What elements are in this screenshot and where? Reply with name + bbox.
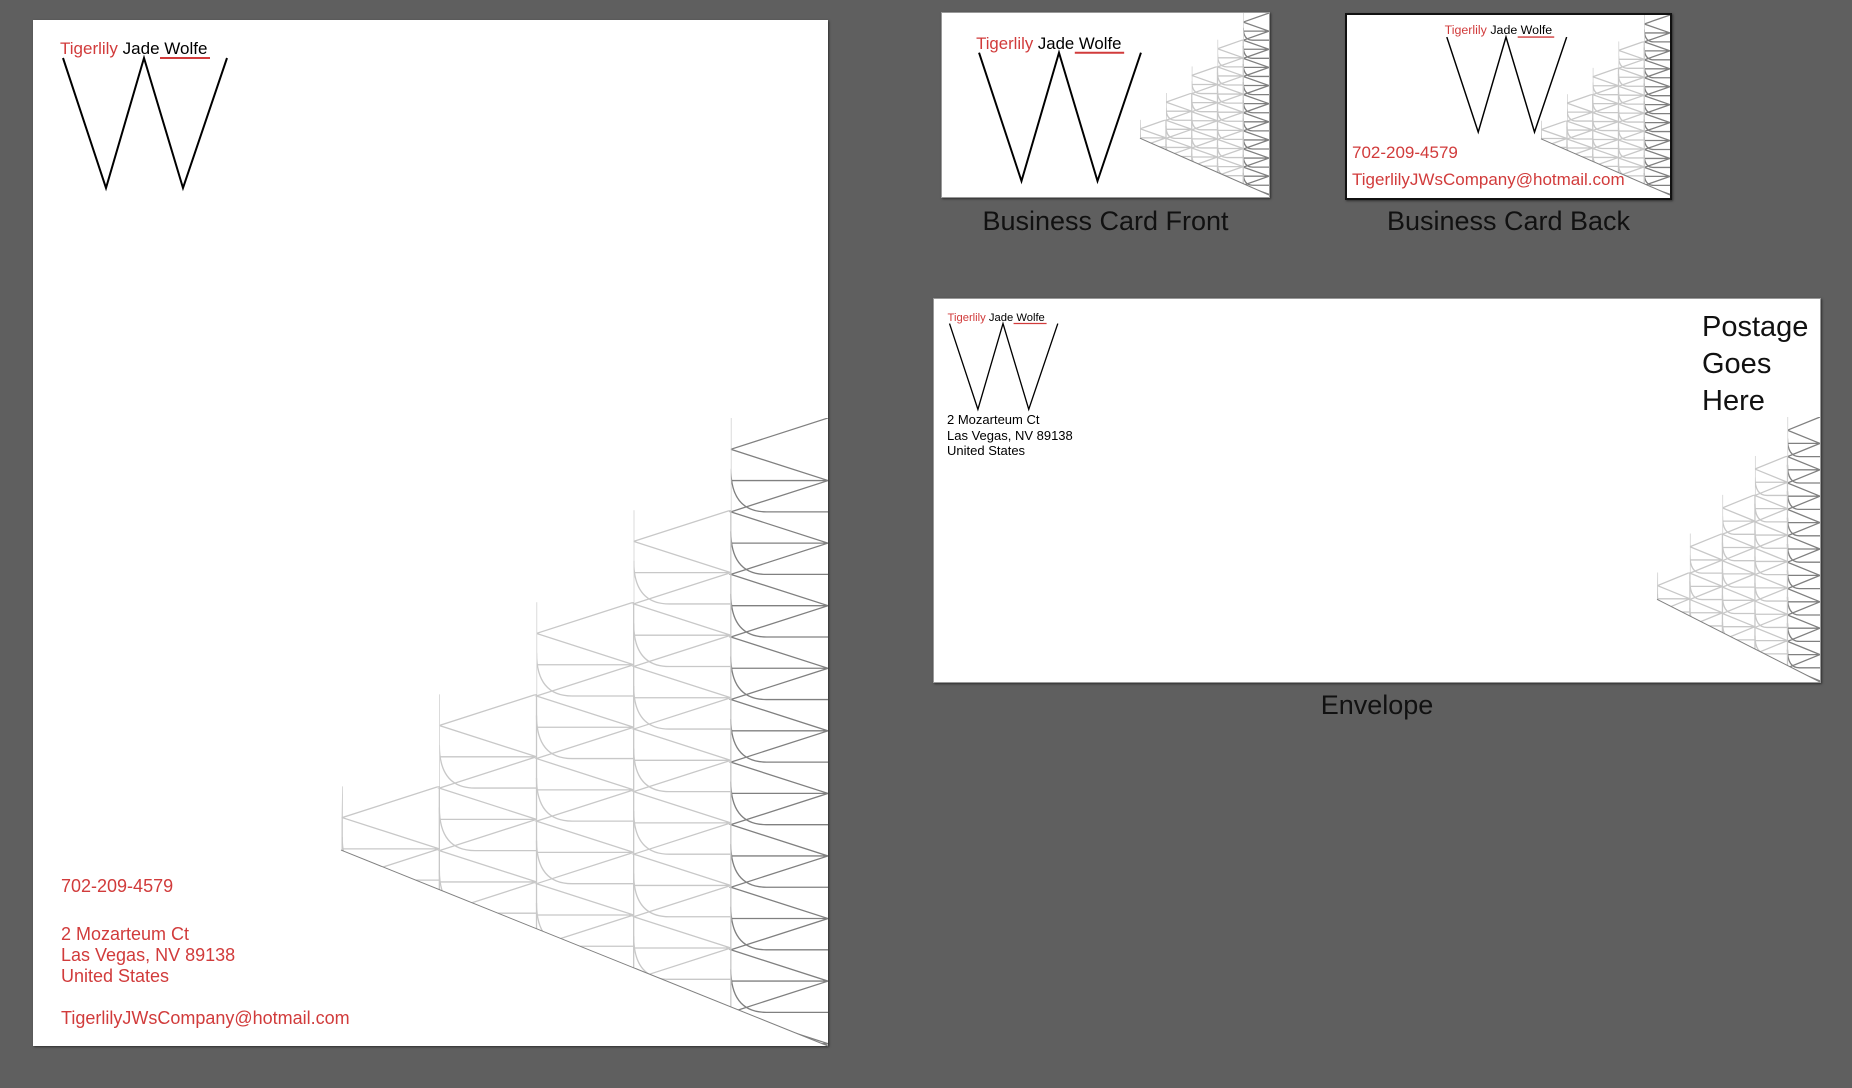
pattern-column xyxy=(342,786,439,1088)
pattern-column xyxy=(1690,534,1723,706)
envelope-logo: Tigerlily Jade Wolfe xyxy=(948,312,1059,412)
card-back-email: TigerlilyJWsCompany@hotmail.com xyxy=(1352,170,1625,189)
letterhead-logo: Tigerlily Jade Wolfe xyxy=(60,39,228,192)
pattern-column xyxy=(1644,15,1670,221)
pattern-column xyxy=(1755,456,1788,707)
card-back-logo: Tigerlily Jade Wolfe xyxy=(1445,23,1568,135)
logo-first-name: Tigerlily xyxy=(60,39,118,58)
pattern-column xyxy=(439,694,536,1088)
svg-text:Tigerlily Jade Wolfe: Tigerlily Jade Wolfe xyxy=(1445,23,1553,37)
logo-last-name: Jade Wolfe xyxy=(1487,23,1552,37)
pattern-column xyxy=(1218,40,1244,212)
envelope-triangle-pattern xyxy=(1657,417,1820,682)
card-back-triangle-pattern xyxy=(1567,15,1670,195)
envelope-artboard: Tigerlily Jade Wolfe 2 Mozarteum Ct Las … xyxy=(933,298,1821,683)
logo-first-name: Tigerlily xyxy=(1445,23,1488,37)
logo-first-name: Tigerlily xyxy=(976,34,1034,53)
svg-text:Tigerlily Jade Wolfe: Tigerlily Jade Wolfe xyxy=(976,34,1121,53)
postage-line: Goes xyxy=(1702,348,1772,380)
letterhead-address-line: United States xyxy=(61,966,170,986)
envelope-address-line: Las Vegas, NV 89138 xyxy=(947,427,1073,443)
business-card-back-artboard: Tigerlily Jade Wolfe 702-209-4579 Tigerl… xyxy=(1345,13,1672,200)
postage-line: Here xyxy=(1702,385,1765,417)
svg-text:Tigerlily Jade Wolfe: Tigerlily Jade Wolfe xyxy=(60,39,207,58)
postage-line: Postage xyxy=(1702,311,1809,343)
pattern-column xyxy=(1722,495,1755,719)
pattern-column xyxy=(1243,13,1269,222)
pattern-column xyxy=(537,602,634,1088)
logo-last-name: Jade Wolfe xyxy=(1033,34,1121,53)
pattern-column xyxy=(731,418,828,1088)
pattern-column xyxy=(1567,94,1593,211)
pattern-bottom-edge xyxy=(341,850,828,1046)
pattern-column xyxy=(1140,120,1166,220)
card-front-logo: Tigerlily Jade Wolfe xyxy=(976,34,1142,185)
card-back-phone: 702-209-4579 xyxy=(1352,143,1458,162)
pattern-column xyxy=(1192,66,1218,220)
svg-text:Tigerlily Jade Wolfe: Tigerlily Jade Wolfe xyxy=(948,312,1045,324)
pattern-bottom-edge xyxy=(1657,599,1820,682)
logo-first-name: Tigerlily xyxy=(948,312,987,324)
envelope-label: Envelope xyxy=(1320,690,1434,720)
letterhead-phone: 702-209-4579 xyxy=(61,876,174,896)
letterhead-artboard: Tigerlily Jade Wolfe 702-209-4579 2 Moza… xyxy=(33,20,828,1046)
pattern-bottom-edge xyxy=(1140,138,1269,195)
pattern-column xyxy=(1593,68,1619,220)
business-card-back-label: Business Card Back xyxy=(1386,206,1631,236)
letterhead-triangle-pattern xyxy=(341,418,828,1046)
pattern-bottom-edge xyxy=(1541,139,1670,195)
letterhead-address-line: 2 Mozarteum Ct xyxy=(61,924,190,944)
business-card-front-artboard: Tigerlily Jade Wolfe xyxy=(941,12,1270,198)
logo-last-name: Jade Wolfe xyxy=(118,39,207,58)
envelope-address-line: 2 Mozarteum Ct xyxy=(947,412,1040,427)
business-card-front-label: Business Card Front xyxy=(982,206,1229,236)
logo-last-name: Jade Wolfe xyxy=(986,312,1045,324)
pattern-column xyxy=(1787,417,1820,721)
pattern-column xyxy=(1166,93,1192,211)
card-front-triangle-pattern xyxy=(1166,13,1269,195)
letterhead-email: TigerlilyJWsCompany@hotmail.com xyxy=(61,1008,350,1028)
letterhead-address-line: Las Vegas, NV 89138 xyxy=(61,945,236,965)
envelope-address-line: United States xyxy=(947,443,1026,458)
